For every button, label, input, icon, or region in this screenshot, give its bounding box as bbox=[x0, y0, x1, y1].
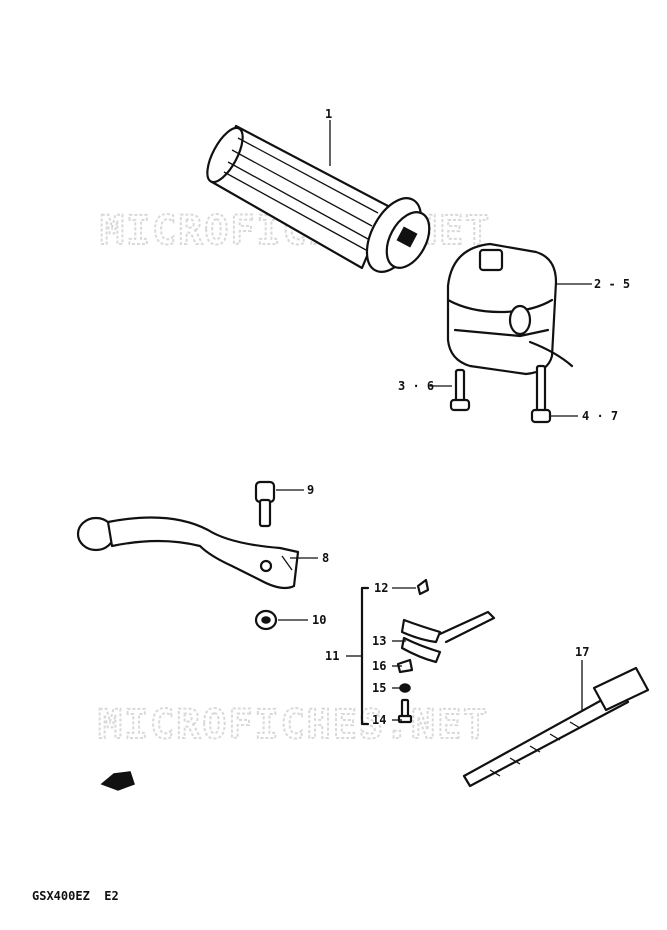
callout-12: 12 bbox=[374, 581, 388, 595]
callout-16: 16 bbox=[372, 659, 386, 673]
screw-4-7-part bbox=[530, 364, 552, 424]
callout-9: 9 bbox=[307, 483, 314, 497]
stop-switch-assembly bbox=[360, 578, 496, 726]
callout-15: 15 bbox=[372, 681, 386, 695]
callout-8: 8 bbox=[322, 551, 329, 565]
watermark-bottom: MICROFICHES.NET bbox=[98, 702, 489, 748]
screw-3-6-part bbox=[449, 368, 471, 412]
nut-part bbox=[254, 609, 278, 631]
callout-2-5: 2 - 5 bbox=[594, 277, 630, 291]
callout-4-7: 4 · 7 bbox=[582, 409, 618, 423]
switch-housing-part bbox=[446, 242, 574, 376]
throttle-grip-part bbox=[206, 124, 431, 273]
callout-11: 11 bbox=[325, 649, 339, 663]
model-code-label: GSX400EZ E2 bbox=[32, 889, 119, 903]
callout-17: 17 bbox=[575, 645, 589, 659]
front-arrow-icon bbox=[100, 771, 135, 791]
callout-10: 10 bbox=[312, 613, 326, 627]
callout-3-6: 3 · 6 bbox=[398, 379, 434, 393]
leader-lines bbox=[276, 120, 592, 721]
brake-lever-part bbox=[76, 516, 300, 590]
callout-1: 1 bbox=[325, 107, 332, 121]
cable-tie-part bbox=[462, 666, 650, 788]
pivot-bolt-part bbox=[254, 480, 276, 528]
callout-14: 14 bbox=[372, 713, 386, 727]
callout-13: 13 bbox=[372, 634, 386, 648]
